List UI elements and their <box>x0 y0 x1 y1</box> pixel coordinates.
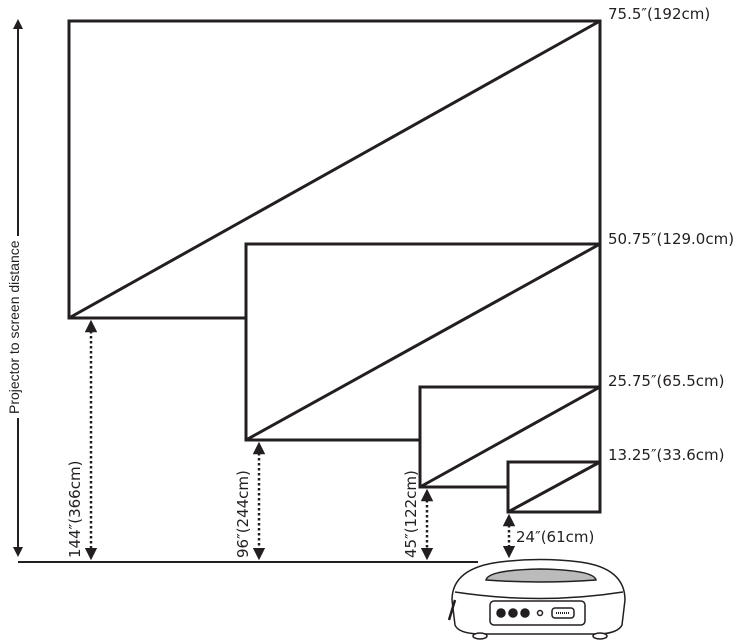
screen-size-label-4: 13.25″(33.6cm) <box>608 446 725 464</box>
screen-13-25-inch <box>506 460 602 514</box>
screen-size-label-2: 50.75″(129.0cm) <box>608 230 735 248</box>
distance-label-144: 144″(366cm) <box>66 460 84 558</box>
screen-25-75-inch <box>418 385 602 489</box>
distance-label-45: 45″(122cm) <box>402 470 420 558</box>
screen-size-label-3: 25.75″(65.5cm) <box>608 372 725 390</box>
distance-label-96: 96″(244cm) <box>234 470 252 558</box>
distance-label-24: 24″(61cm) <box>516 528 595 546</box>
projector-icon <box>447 558 626 640</box>
axis-label: Projector to screen distance <box>6 236 22 418</box>
screen-size-label-1: 75.5″(192cm) <box>608 5 711 23</box>
